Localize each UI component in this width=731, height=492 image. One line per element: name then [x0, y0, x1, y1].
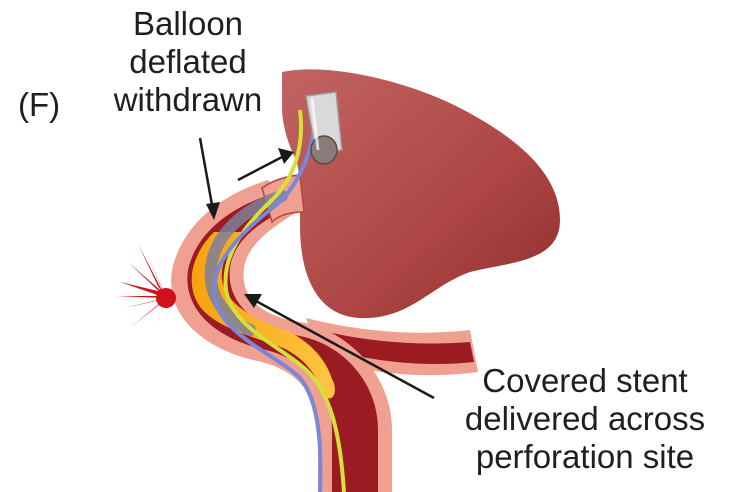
- balloon-catheter: [306, 92, 342, 164]
- label-balloon-line2: deflated: [98, 43, 278, 81]
- label-balloon-line1: Balloon: [98, 5, 278, 43]
- label-stent-line2: delivered across: [440, 400, 730, 438]
- arrow-balloon-down: [200, 138, 220, 220]
- label-stent-line3: perforation site: [440, 438, 730, 476]
- panel-letter: (F): [18, 86, 60, 124]
- label-stent-line1: Covered stent: [440, 362, 730, 400]
- perforation-hemorrhage-icon: [116, 244, 176, 338]
- label-covered-stent: Covered stent delivered across perforati…: [440, 362, 730, 476]
- label-balloon-deflated-withdrawn: Balloon deflated withdrawn: [98, 5, 278, 119]
- arrow-withdraw-direction: [238, 148, 294, 180]
- label-balloon-line3: withdrawn: [98, 81, 278, 119]
